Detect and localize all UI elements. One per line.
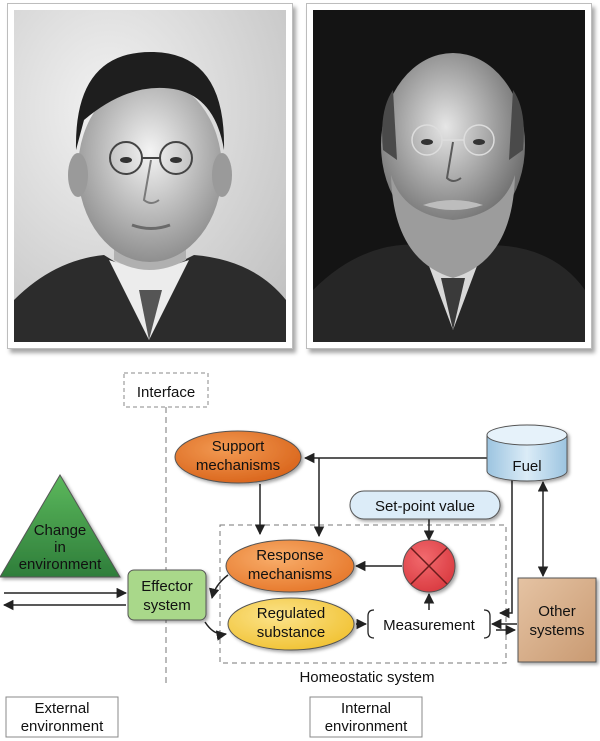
change-label-1: Change xyxy=(34,522,87,539)
internal-label-2: environment xyxy=(325,718,408,735)
internal-label-1: Internal xyxy=(341,700,391,717)
interface-label: Interface xyxy=(137,384,195,401)
homeostasis-diagram: Interface Support mechanisms Fuel Set-po… xyxy=(0,360,600,741)
comparator-icon xyxy=(403,540,455,592)
regulated-label-2: substance xyxy=(257,624,325,641)
support-label-1: Support xyxy=(212,438,265,455)
fuel-label: Fuel xyxy=(512,458,541,475)
measurement-bracket-right xyxy=(484,610,490,638)
portrait-photo-icon xyxy=(313,10,585,342)
response-label-2: mechanisms xyxy=(248,566,332,583)
effector-label-1: Effector xyxy=(141,578,192,595)
portrait-photo-icon xyxy=(14,10,286,342)
other-label-2: systems xyxy=(529,622,584,639)
effector-label-2: system xyxy=(143,597,191,614)
external-label-2: environment xyxy=(21,718,104,735)
setpoint-label: Set-point value xyxy=(375,498,475,515)
change-label-2: in xyxy=(54,539,66,556)
external-label-1: External xyxy=(34,700,89,717)
change-label-3: environment xyxy=(19,556,102,573)
measurement-label: Measurement xyxy=(383,617,476,634)
other-label-1: Other xyxy=(538,603,576,620)
portrait-photo-right xyxy=(306,3,592,349)
response-label-1: Response xyxy=(256,547,324,564)
other-systems-node xyxy=(518,578,596,662)
homeostatic-system-label: Homeostatic system xyxy=(299,669,434,686)
regulated-label-1: Regulated xyxy=(257,605,325,622)
measurement-bracket-left xyxy=(368,610,374,638)
support-label-2: mechanisms xyxy=(196,457,280,474)
portrait-photo-left xyxy=(7,3,293,349)
